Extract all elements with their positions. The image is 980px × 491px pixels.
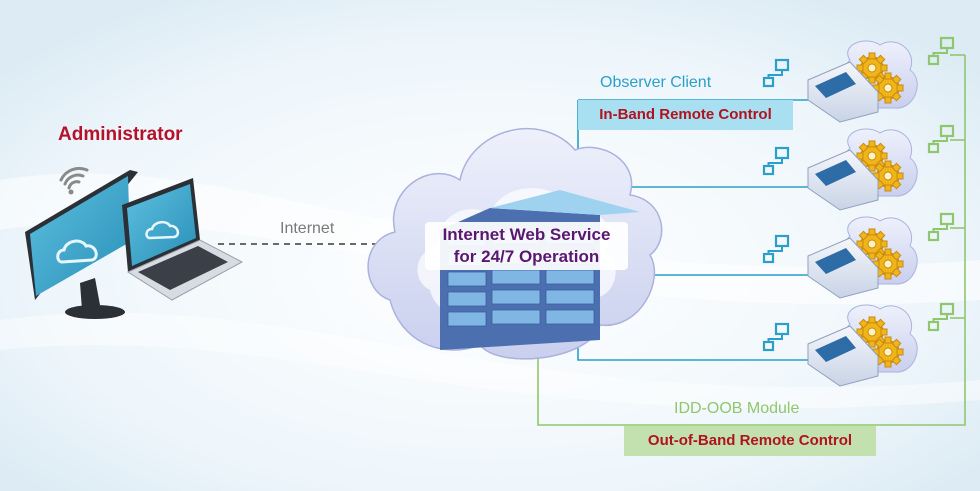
wifi-icon <box>59 166 89 195</box>
device-row-4 <box>807 304 918 387</box>
out-of-band-remote-control-box: Out-of-Band Remote Control <box>624 426 876 456</box>
cloud-service-line-1: Internet Web Service <box>442 225 611 244</box>
cloud-service-label: Internet Web Service for 24/7 Operation <box>425 222 628 270</box>
in-band-remote-control-box: In-Band Remote Control <box>578 100 793 130</box>
out-of-band-lines <box>537 54 966 426</box>
device-row-1 <box>807 40 918 123</box>
idd-oob-module-label: IDD-OOB Module <box>674 400 800 417</box>
observer-client-label: Observer Client <box>600 74 712 91</box>
cloud-icon <box>56 239 98 264</box>
laptop <box>122 178 244 301</box>
administrator-label: Administrator <box>58 124 183 145</box>
desktop-monitor <box>25 170 138 319</box>
internet-label: Internet <box>280 220 335 237</box>
cloud-service-line-2: for 24/7 Operation <box>453 247 600 266</box>
device-row-3 <box>807 216 918 299</box>
cloud-icon <box>145 220 180 240</box>
device-row-2 <box>807 128 918 211</box>
